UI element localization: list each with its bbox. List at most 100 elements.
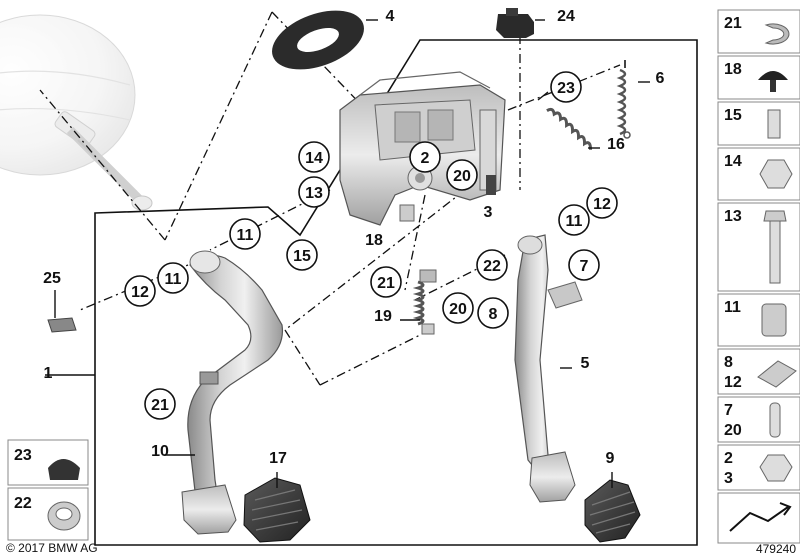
- callout-label: 12: [593, 196, 611, 213]
- callout-label: 22: [483, 258, 501, 275]
- callout-label: 20: [449, 301, 467, 318]
- callout-11: 11: [157, 262, 189, 294]
- callout-label: 8: [489, 306, 498, 323]
- callout-label: 21: [151, 397, 169, 414]
- callout-circle: [298, 141, 330, 173]
- callout-16: 16: [607, 136, 625, 153]
- callout-circle: [370, 266, 402, 298]
- sidebar-label: 8: [724, 354, 733, 371]
- pedal-pad-part-17: [243, 477, 311, 543]
- sidebar-right-box: [717, 492, 800, 544]
- callout-label: 14: [305, 150, 323, 167]
- callout-label: 2: [421, 150, 430, 167]
- callout-circle: [568, 249, 600, 281]
- callout-label: 11: [165, 271, 182, 288]
- clip-part-24: [496, 8, 534, 38]
- sidebar-label: 2: [724, 450, 733, 467]
- callout-6: 6: [656, 70, 665, 87]
- sidebar-label-secondary: 12: [724, 374, 742, 391]
- leader-lines: [45, 19, 650, 488]
- callout-circle: [586, 187, 618, 219]
- callout-label: 7: [580, 258, 589, 275]
- callout-circle: [446, 159, 478, 191]
- callout-circle: [298, 176, 330, 208]
- callout-label: 9: [606, 450, 615, 467]
- callout-circle: [124, 275, 156, 307]
- callout-circle: [409, 141, 441, 173]
- callout-circle: [157, 262, 189, 294]
- diagram-id: 479240: [756, 542, 796, 556]
- sidebar-right-box: 11: [717, 293, 800, 347]
- sidebar-left-box: 23: [7, 439, 89, 486]
- callout-circle: [144, 388, 176, 420]
- copyright-text: © 2017 BMW AG: [6, 541, 98, 555]
- callout-3: 3: [484, 204, 493, 221]
- callout-label: 23: [557, 80, 575, 97]
- sidebar-right-box: 15: [717, 101, 800, 146]
- sidebar-label: 18: [724, 61, 742, 78]
- callout-label: 17: [269, 450, 287, 467]
- callout-12: 12: [124, 275, 156, 307]
- callout-label: 15: [293, 248, 311, 265]
- callout-circle: [477, 297, 509, 329]
- callout-label: 6: [656, 70, 665, 87]
- callout-20: 20: [442, 292, 474, 324]
- callout-circle: [286, 239, 318, 271]
- callout-circle: [558, 204, 590, 236]
- callout-9: 9: [606, 450, 615, 467]
- callout-circle: [476, 249, 508, 281]
- sidebar-box-frame: [717, 202, 800, 292]
- callout-label: 11: [566, 213, 583, 230]
- callout-1: 1: [44, 365, 53, 382]
- sidebar-right-box: 23: [717, 444, 800, 491]
- sidebar-label: 7: [724, 402, 733, 419]
- sidebar-right-box: 18: [717, 55, 800, 100]
- callout-15: 15: [286, 239, 318, 271]
- sidebar-label-secondary: 3: [724, 470, 733, 487]
- callout-21: 21: [144, 388, 176, 420]
- bracket-part-18: [399, 204, 415, 222]
- callout-14: 14: [298, 141, 330, 173]
- callout-label: 13: [305, 185, 323, 202]
- callout-11: 11: [229, 218, 261, 250]
- callout-11: 11: [558, 204, 590, 236]
- sidebar-label: 21: [724, 15, 742, 32]
- brake-booster: [0, 14, 153, 211]
- callout-label: 12: [131, 284, 149, 301]
- callout-label: 20: [453, 168, 471, 185]
- sidebar-box-frame: [717, 348, 800, 395]
- callout-label: 10: [151, 443, 169, 460]
- callout-label: 1: [44, 365, 53, 382]
- callout-8: 8: [477, 297, 509, 329]
- callout-label: 5: [581, 355, 590, 372]
- callout-circle: [442, 292, 474, 324]
- sidebar-right-box: 13: [717, 202, 800, 292]
- spring-part-6: [616, 60, 631, 139]
- sidebar-label-secondary: 20: [724, 422, 742, 439]
- callout-label: 18: [365, 232, 383, 249]
- callout-24: 24: [557, 8, 575, 25]
- callout-label: 21: [377, 275, 395, 292]
- callout-10: 10: [151, 443, 169, 460]
- callout-20: 20: [446, 159, 478, 191]
- callout-18: 18: [365, 232, 383, 249]
- spring-part-16: [546, 107, 593, 150]
- callout-label: 4: [386, 8, 395, 25]
- sidebar-box-frame: [717, 396, 800, 443]
- plate-part-25: [47, 317, 77, 333]
- gasket-part-4: [272, 10, 364, 70]
- callout-circle: [229, 218, 261, 250]
- sidebar-right-box: 720: [717, 396, 800, 443]
- callout-label: 19: [374, 308, 392, 325]
- callout-17: 17: [269, 450, 287, 467]
- callout-12: 12: [586, 187, 618, 219]
- sidebar-label: 22: [14, 495, 32, 512]
- callout-22: 22: [476, 249, 508, 281]
- sidebar-right-box: 812: [717, 348, 800, 395]
- sidebar-label: 11: [724, 299, 741, 316]
- sidebar-left-box: 22: [7, 487, 89, 541]
- callout-label: 25: [43, 270, 61, 287]
- pedal-part-10: [181, 250, 284, 535]
- sidebar-label: 15: [724, 107, 742, 124]
